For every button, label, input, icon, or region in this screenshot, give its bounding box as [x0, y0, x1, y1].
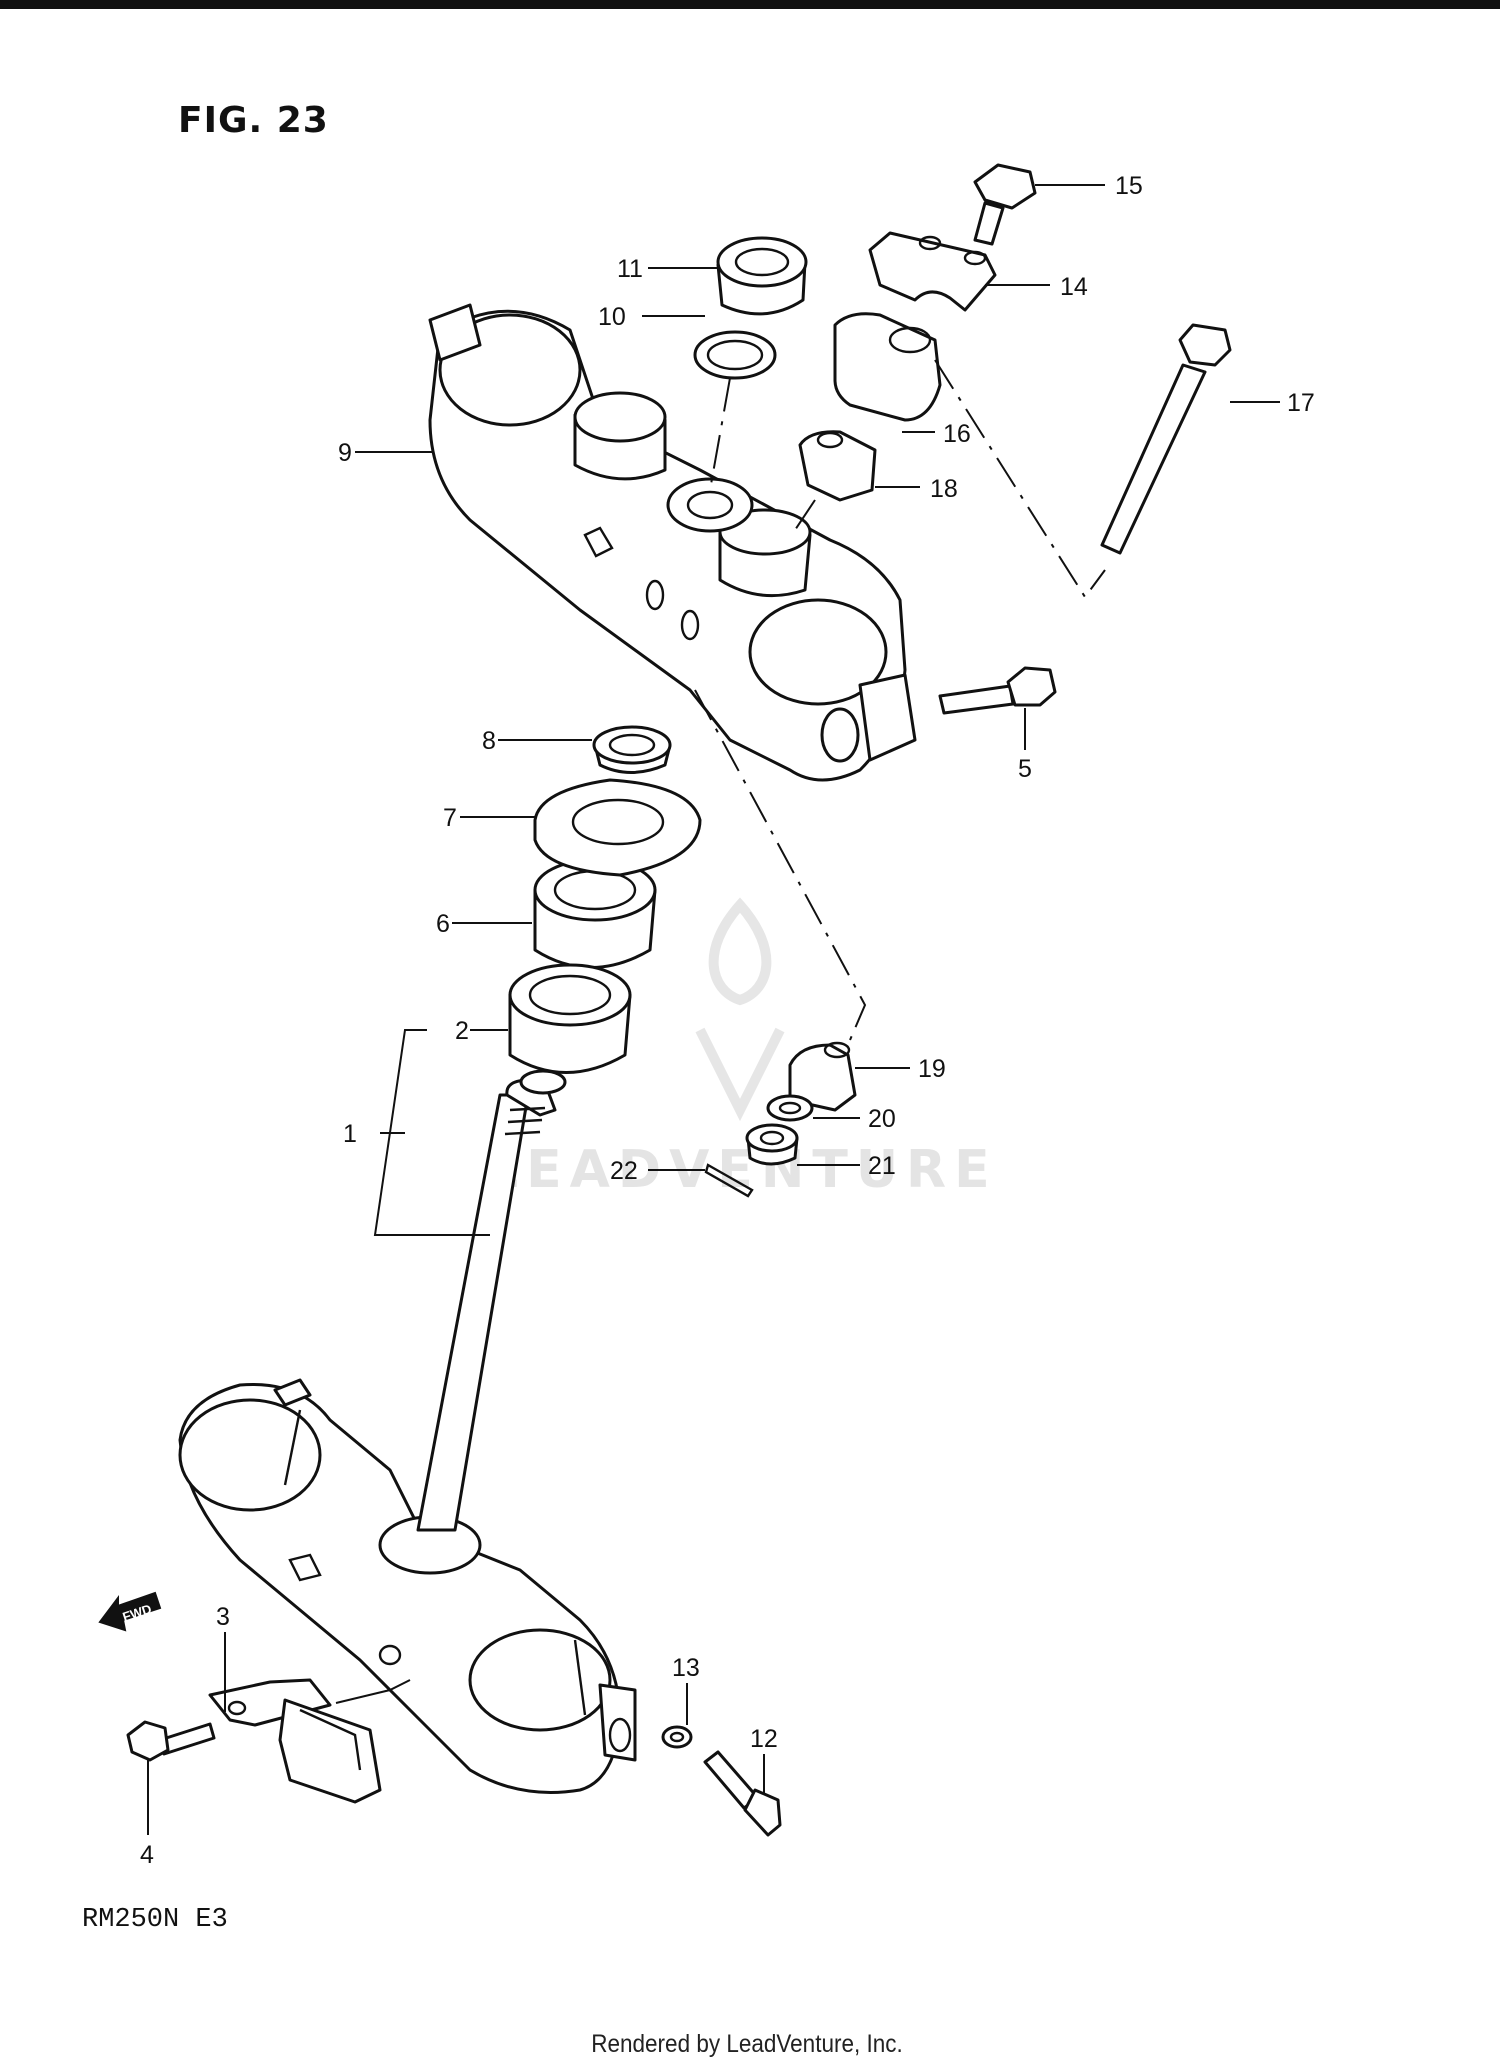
- callout-1: 1: [343, 1120, 357, 1148]
- callout-18: 18: [930, 475, 958, 503]
- callout-11: 11: [617, 255, 643, 283]
- nut-21: [745, 1123, 799, 1166]
- callout-21: 21: [868, 1152, 896, 1180]
- steering-nut: [592, 725, 672, 774]
- dust-seal: [533, 778, 702, 877]
- bolt-17: [1100, 323, 1232, 555]
- cotter-pin-22: [704, 1163, 754, 1198]
- bearing-upper: [533, 858, 657, 969]
- bolt-5: [938, 666, 1057, 715]
- watermark-logo: [695, 897, 785, 1122]
- callout-4: 4: [140, 1841, 154, 1869]
- callout-22: 22: [610, 1157, 638, 1185]
- callout-20: 20: [868, 1105, 896, 1133]
- callout-5: 5: [1018, 755, 1032, 783]
- callout-14: 14: [1060, 273, 1088, 301]
- assembly-lines: [694, 359, 1106, 1041]
- stem-nut: [716, 236, 808, 316]
- washer-13: [661, 1725, 693, 1749]
- callout-8: 8: [482, 727, 496, 755]
- bolt-12: [703, 1750, 782, 1837]
- handlebar-clamp-upper: [868, 231, 997, 312]
- washer-20: [766, 1094, 814, 1122]
- lower-bracket: [178, 1378, 637, 1794]
- figure-title: FIG. 23: [178, 100, 329, 141]
- footer-text: Rendered by LeadVenture, Inc.: [591, 2030, 903, 2058]
- top-border: [0, 0, 1500, 9]
- callout-10: 10: [598, 303, 626, 331]
- callout-9: 9: [338, 439, 352, 467]
- callout-13: 13: [672, 1654, 700, 1682]
- callout-12: 12: [750, 1725, 778, 1753]
- cable-guide-bracket: [208, 1678, 382, 1804]
- callout-7: 7: [443, 804, 457, 832]
- callout-17: 17: [1287, 389, 1315, 417]
- upper-bracket: [428, 303, 917, 782]
- callout-19: 19: [918, 1055, 946, 1083]
- cushion-19: [788, 1041, 857, 1112]
- callout-15: 15: [1115, 172, 1143, 200]
- callout-16: 16: [943, 420, 971, 448]
- steering-stem-tube: [416, 1069, 567, 1532]
- callout-2: 2: [455, 1017, 469, 1045]
- callout-6: 6: [436, 910, 450, 938]
- bearing-lower: [508, 963, 632, 1074]
- footer-credit: Rendered by LeadVenture, Inc.: [72, 2030, 1422, 2059]
- bolt-15: [973, 163, 1037, 246]
- callout-labels: 9 10 11 15 14 17 16 18 5 8 7 6 2 1 19 20…: [140, 172, 1315, 1869]
- callout-3: 3: [216, 1603, 230, 1631]
- bolt-4: [126, 1720, 216, 1762]
- fwd-arrow-icon: FWD: [98, 1591, 162, 1632]
- leader-lines: [147, 184, 1280, 1835]
- model-code: RM250N E3: [82, 1905, 228, 1935]
- washer-10: [693, 330, 777, 380]
- cushion-18: [798, 430, 877, 502]
- handlebar-holder: [833, 312, 942, 422]
